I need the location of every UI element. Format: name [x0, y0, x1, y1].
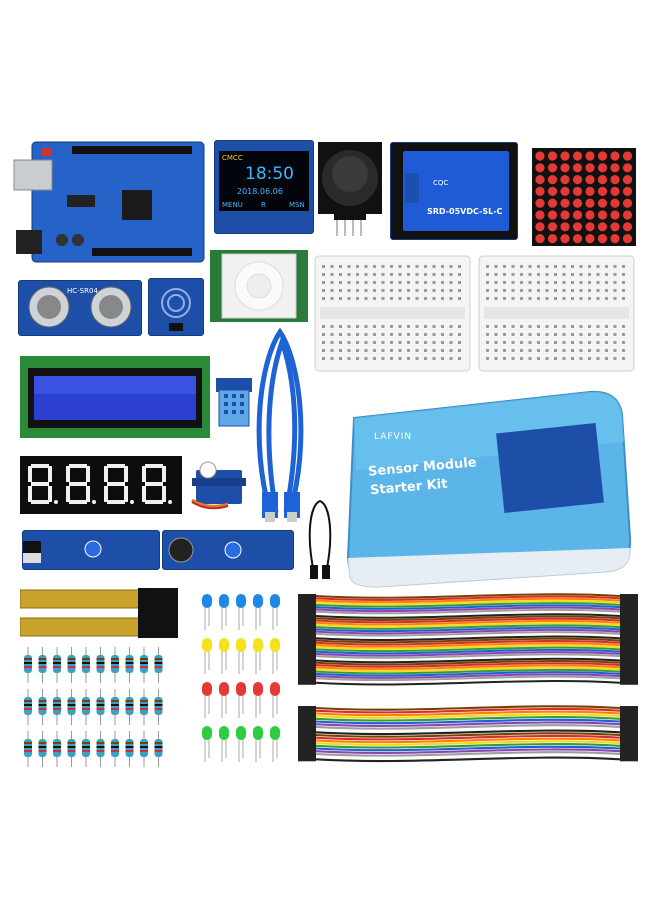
oled-screen: CMCC 18:50 2018.06.06 MENU R MSN	[219, 151, 309, 211]
touch-sensor-module	[148, 278, 204, 336]
relay-cert: CQC	[433, 179, 449, 187]
oled-date: 2018.06.06	[237, 187, 283, 196]
ultrasonic-label: HC-SR04	[67, 287, 98, 295]
oled-menu-left: MENU	[222, 201, 243, 209]
oled-menu-right: MSN	[289, 201, 305, 209]
jumper-wire-icon	[300, 495, 340, 580]
sound-sensor-module	[162, 530, 294, 570]
jumper-wire-bundle-top	[298, 588, 638, 693]
relay-model: SRD-05VDC-SL-C	[427, 207, 503, 216]
servo-icon	[188, 456, 250, 514]
oled-time: 18:50	[245, 164, 294, 184]
usb-cable-icon	[250, 322, 312, 522]
breadboard-right	[478, 255, 635, 372]
arduino-uno-board	[12, 140, 207, 265]
resistor-icon	[20, 645, 168, 767]
oled-menu-mid: R	[261, 201, 266, 209]
led-icon	[196, 590, 286, 770]
relay-module: CQC SRD-05VDC-SL-C	[390, 142, 518, 240]
led-matrix-8x8	[532, 148, 636, 246]
ultrasonic-sensor: HC-SR04	[18, 280, 142, 336]
kit-brand: LAFVIN	[374, 432, 413, 442]
breadboard-left	[314, 255, 471, 372]
jumper-wire-bundle-bottom	[298, 700, 638, 770]
soil-moisture-sensor	[20, 586, 180, 642]
lcd-1602-module	[20, 356, 210, 438]
oled-status: CMCC	[222, 154, 243, 162]
dht11-sensor	[216, 378, 252, 428]
kit-storage-box: LAFVIN Sensor Module Starter Kit	[340, 388, 634, 588]
ir-obstacle-sensor	[22, 530, 160, 570]
pir-motion-sensor	[210, 250, 308, 322]
seven-segment-display	[20, 456, 182, 514]
joystick-module	[316, 140, 384, 238]
oled-display-module: CMCC 18:50 2018.06.06 MENU R MSN	[214, 140, 314, 234]
